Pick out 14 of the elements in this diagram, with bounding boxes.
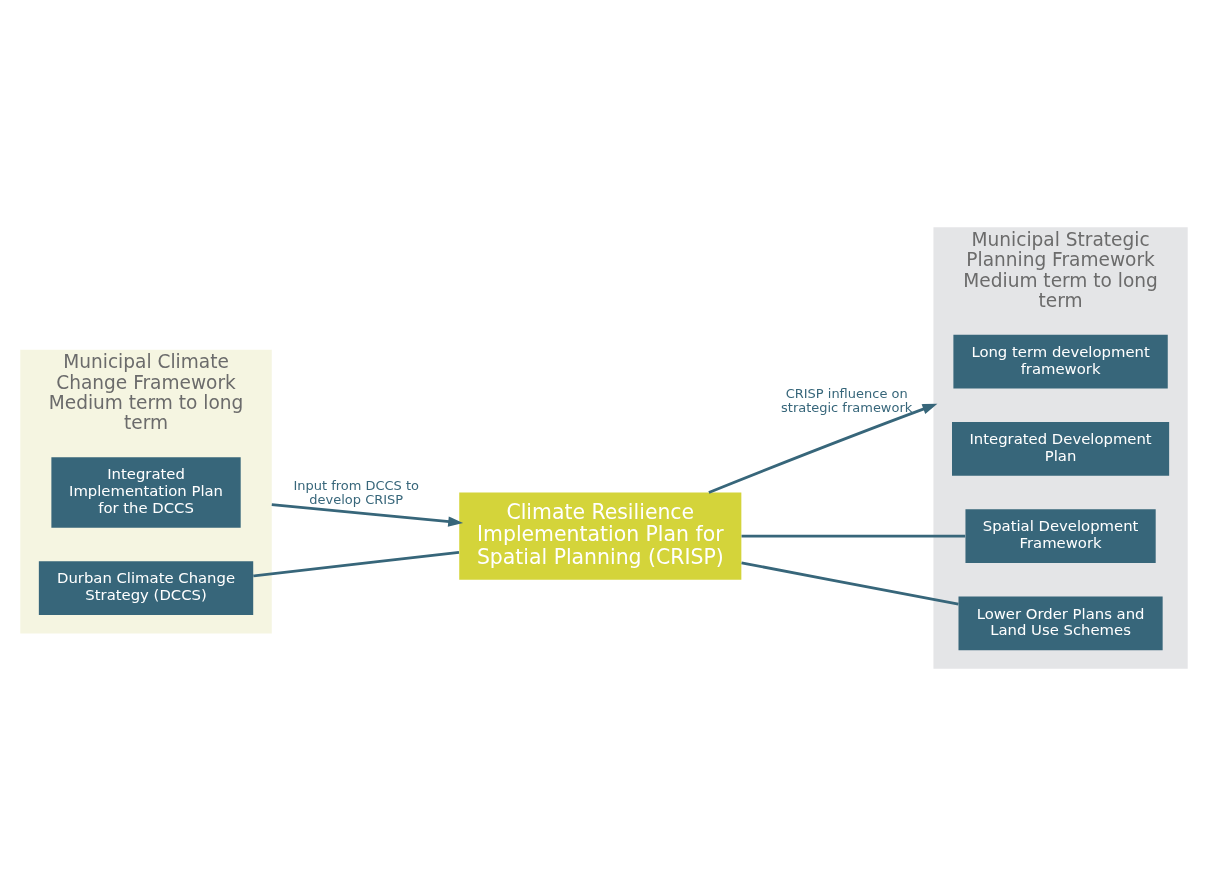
- node-box: Integrated Implementation Plan for the DCCS: [51, 456, 241, 528]
- node-box: Lower Order Plans and Land Use Schemes: [958, 596, 1163, 650]
- arrow: [271, 502, 464, 527]
- node-box: Durban Climate Change Strategy (DCCS): [38, 560, 254, 615]
- connector: [253, 550, 460, 577]
- connector: [741, 534, 966, 538]
- node-box: Climate Resilience Implementation Plan for Spatial Planning (CRISP): [459, 492, 742, 580]
- node-box: Integrated Development Plan: [952, 421, 1170, 476]
- node-box: Long term development framework: [953, 334, 1168, 389]
- arrow: [708, 403, 938, 494]
- connector: [741, 561, 959, 605]
- edge-label: Input from DCCS to develop CRISP: [293, 477, 420, 507]
- edge-label: CRISP influence on strategic framework: [781, 385, 913, 415]
- node-box: Spatial Development Framework: [965, 508, 1156, 563]
